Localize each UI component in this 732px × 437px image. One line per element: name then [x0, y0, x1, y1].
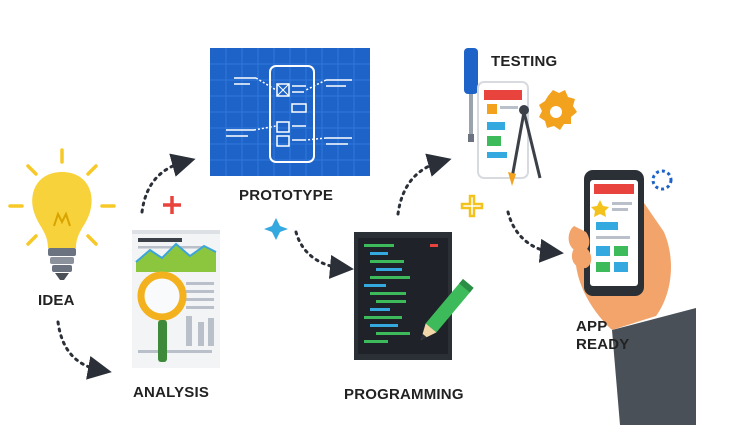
analysis-label: ANALYSIS: [133, 384, 210, 401]
flow-arrow-idea-to-analysis: [56, 320, 112, 380]
app-ready-label-line1: APP: [576, 318, 608, 335]
flow-arrow-analysis-to-prototype: [140, 153, 196, 214]
idea-label: IDEA: [38, 292, 75, 309]
flow-arrow-testing-to-app-ready: [506, 210, 564, 263]
hand-holding-phone-icon: [568, 169, 696, 425]
flow-arrow-prototype-to-programming: [294, 230, 354, 279]
testing-tools-icon: [464, 48, 577, 186]
prototype-label: PROTOTYPE: [239, 187, 334, 204]
blueprint-icon: [210, 48, 370, 176]
app-ready-label: APP READY: [576, 318, 630, 354]
programming-label: PROGRAMMING: [344, 386, 464, 403]
plus-sparkle-icon: [460, 194, 484, 218]
app-ready-label-line2: READY: [576, 336, 630, 353]
analysis-report-icon: [132, 230, 220, 368]
star-sparkle-icon: [264, 218, 288, 240]
testing-label: TESTING: [491, 53, 558, 70]
lightbulb-icon: [8, 148, 116, 280]
plus-sparkle-icon: [163, 196, 181, 214]
code-monitor-icon: [354, 232, 474, 360]
flow-arrow-programming-to-testing: [396, 153, 452, 216]
